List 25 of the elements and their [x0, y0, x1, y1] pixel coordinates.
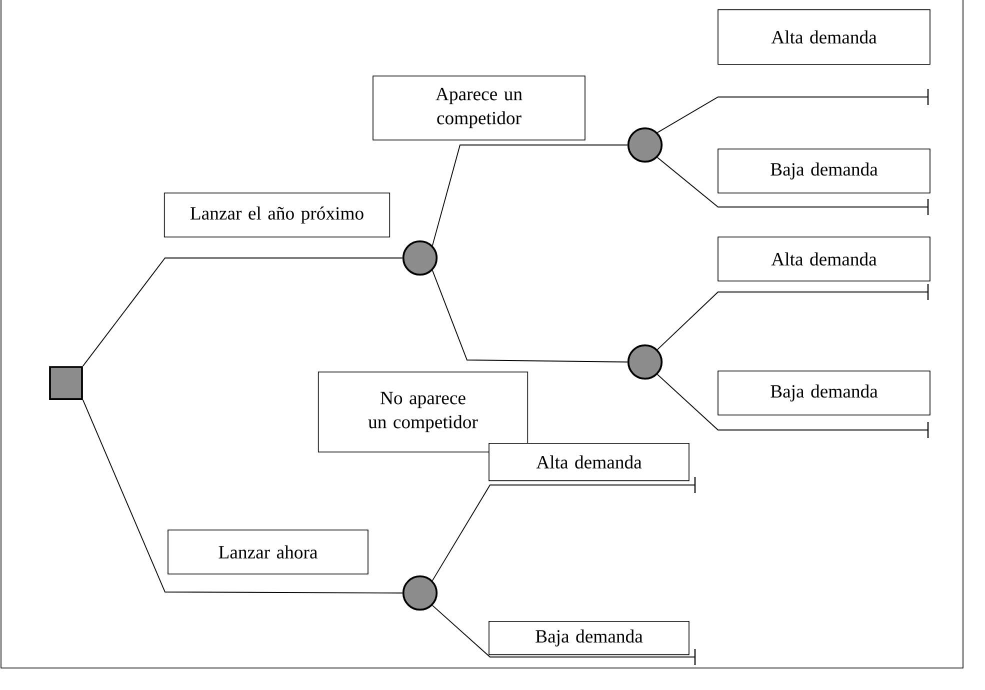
branch-line	[432, 604, 696, 658]
chance-circle	[627, 127, 663, 163]
edge-label: Baja demanda	[488, 620, 690, 656]
edge-label: Alta demanda	[488, 442, 690, 482]
branch-line	[82, 399, 403, 594]
branch-line	[656, 374, 928, 430]
branch-line	[432, 144, 628, 246]
edge-label: Baja demanda	[718, 148, 930, 194]
branch-line	[432, 270, 628, 362]
decision-square	[49, 366, 83, 400]
edge-label: No aparece un competidor	[318, 372, 528, 452]
edge-label: Alta demanda	[718, 236, 930, 282]
branch-line	[82, 258, 403, 367]
branch-line	[656, 96, 928, 134]
chance-circle	[627, 344, 663, 380]
edge-label: Lanzar ahora	[168, 530, 368, 574]
edge-label: Lanzar el año próximo	[164, 192, 390, 238]
branch-line	[656, 292, 928, 350]
edge-label: Aparece un competidor	[372, 76, 586, 140]
branch-line	[656, 156, 928, 208]
edge-label: Alta demanda	[718, 9, 930, 65]
edge-label: Baja demanda	[718, 370, 930, 416]
chance-circle	[402, 240, 438, 276]
chance-circle	[402, 575, 438, 611]
branch-line	[432, 484, 696, 582]
